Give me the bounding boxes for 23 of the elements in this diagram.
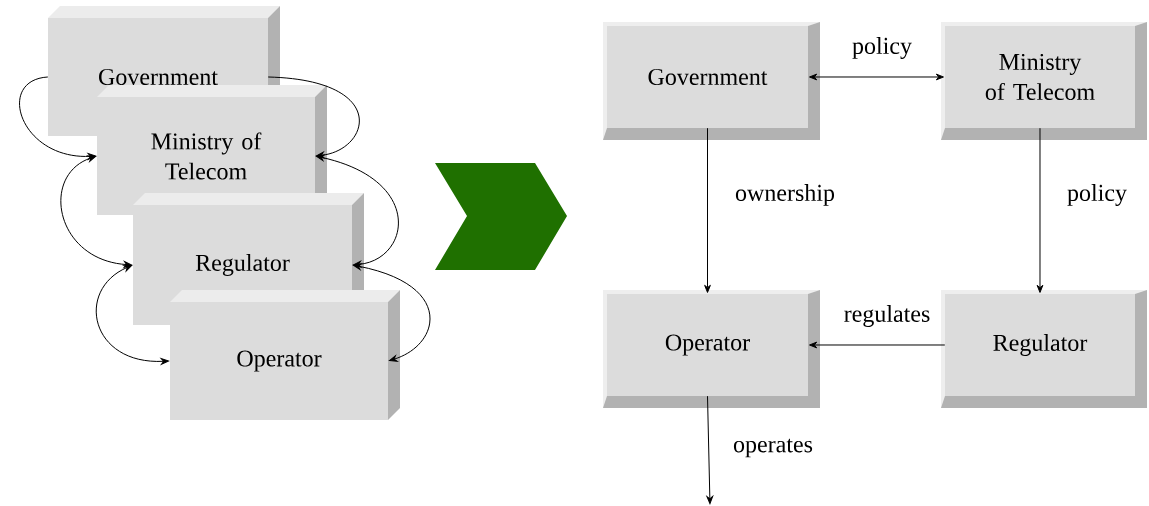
box: Operator	[170, 290, 400, 420]
box: Regulator	[941, 290, 1147, 408]
box: Operator	[603, 290, 820, 408]
arrow	[706, 395, 714, 505]
box: Ministry of Telecom	[941, 22, 1147, 140]
arrow	[809, 341, 946, 349]
edge-label: operates	[732, 437, 814, 459]
arrow	[267, 76, 360, 159]
arrow	[353, 263, 431, 362]
arrow	[60, 155, 132, 268]
edge-label: ownership	[734, 183, 836, 207]
node-label: Regulator	[195, 254, 290, 276]
edge-label: policy	[851, 36, 913, 60]
box: Government	[603, 22, 820, 140]
edge-label: policy	[1066, 183, 1128, 207]
arrow	[19, 76, 96, 160]
arrow	[95, 265, 169, 365]
arrow	[704, 127, 711, 293]
arrow	[316, 154, 399, 268]
edge-label: regulates	[842, 304, 932, 328]
arrow	[809, 73, 944, 81]
node-label: Government	[99, 68, 218, 86]
arrow	[1036, 127, 1044, 293]
